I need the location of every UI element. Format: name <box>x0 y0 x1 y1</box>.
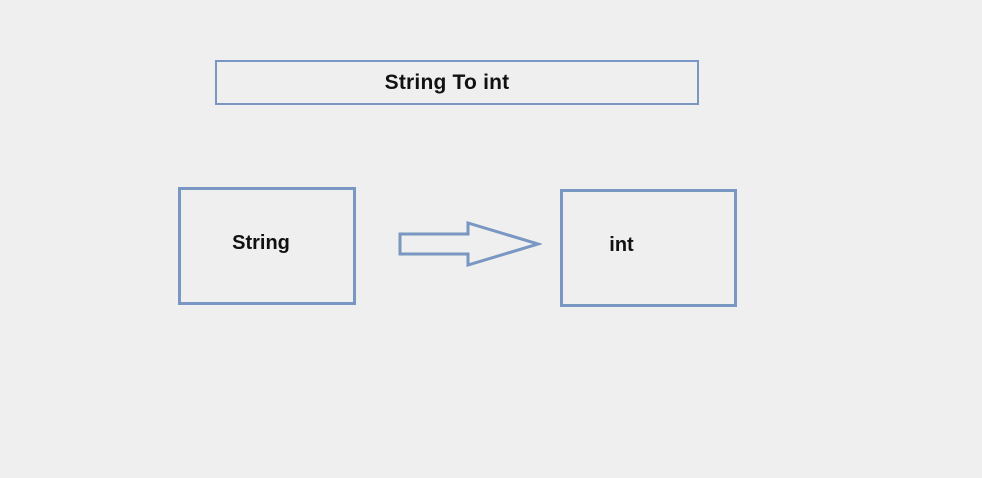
right-block-arrow-icon <box>398 219 542 267</box>
node-box-int: int <box>560 189 737 307</box>
diagram-title: String To int <box>384 70 510 94</box>
node-box-string: String <box>178 187 356 305</box>
title-box: String To int <box>215 60 699 105</box>
node-label-string: String <box>232 231 290 254</box>
node-label-int: int <box>609 233 634 256</box>
